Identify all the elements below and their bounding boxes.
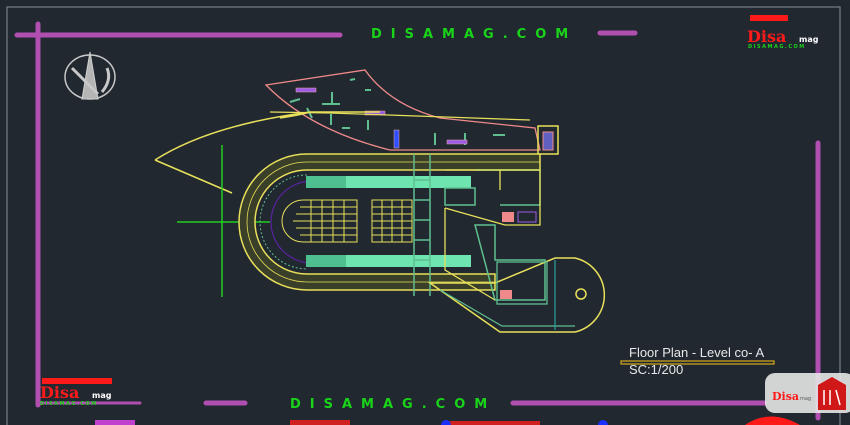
brand-logo-bottom: Disa mag DISAMAG.COM [40,378,112,407]
drawing-scale: SC:1/200 [629,362,683,377]
logo-url-text: DISAMAG.COM [40,401,98,407]
brand-badge: Disa mag [765,373,850,413]
title-frame [14,21,821,421]
gallery-ring [238,153,541,291]
logo-brand-text: Disa [747,27,786,46]
watermark-top: DISAMAG.COM [371,27,577,42]
logo-url-text: DISAMAG.COM [748,44,806,50]
logo-suffix-text: mag [799,35,819,44]
badge-brand-text: Disa [772,390,799,403]
brand-logo-top: Disa mag DISAMAG.COM [747,15,819,50]
drawing-title: Floor Plan - Level co- A [629,345,764,360]
logo-suffix-text: mag [92,391,112,400]
title-underline [620,360,775,365]
decorative-red-shape [745,416,800,425]
floor-plan [154,69,606,333]
cropped-bottom-strip [95,420,608,425]
logo-brand-text: Disa [40,383,79,402]
watermark-bottom: DISAMAG.COM [290,397,496,412]
badge-suffix-text: mag [800,396,811,402]
sheet-border [6,6,841,425]
lower-wing-outline [427,257,606,333]
north-arrow-icon [64,51,116,100]
